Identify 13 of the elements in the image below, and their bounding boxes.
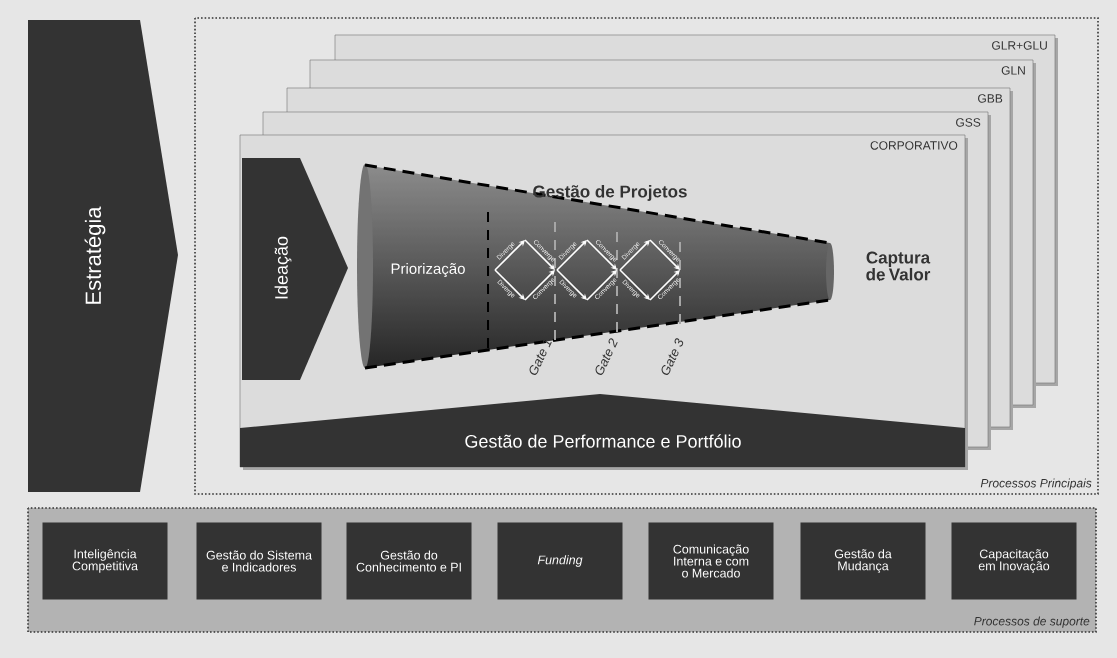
node-label: Gestão de Projetos (533, 185, 687, 201)
process-box: Gestão do Sistema e Indicadores (196, 522, 322, 600)
process-box: Inteligência Competitiva (42, 522, 168, 600)
funnel-output-text: Captura de Valor (866, 251, 931, 281)
node-label: Priorização (391, 262, 465, 278)
process-box: Gestão da Mudança (800, 522, 926, 600)
base-band: Gestão de Performance e Portfólio (240, 394, 965, 467)
gate-label: Gate 3 (661, 338, 684, 375)
gate-label: Gate 2 (595, 338, 618, 375)
process-box: Gestão do Conhecimento e PI (346, 522, 472, 600)
process-box: Funding (497, 522, 623, 600)
process-box: Comunicação Interna e com o Mercado (648, 522, 774, 600)
process-box: Capacitação em Inovação (951, 522, 1077, 600)
